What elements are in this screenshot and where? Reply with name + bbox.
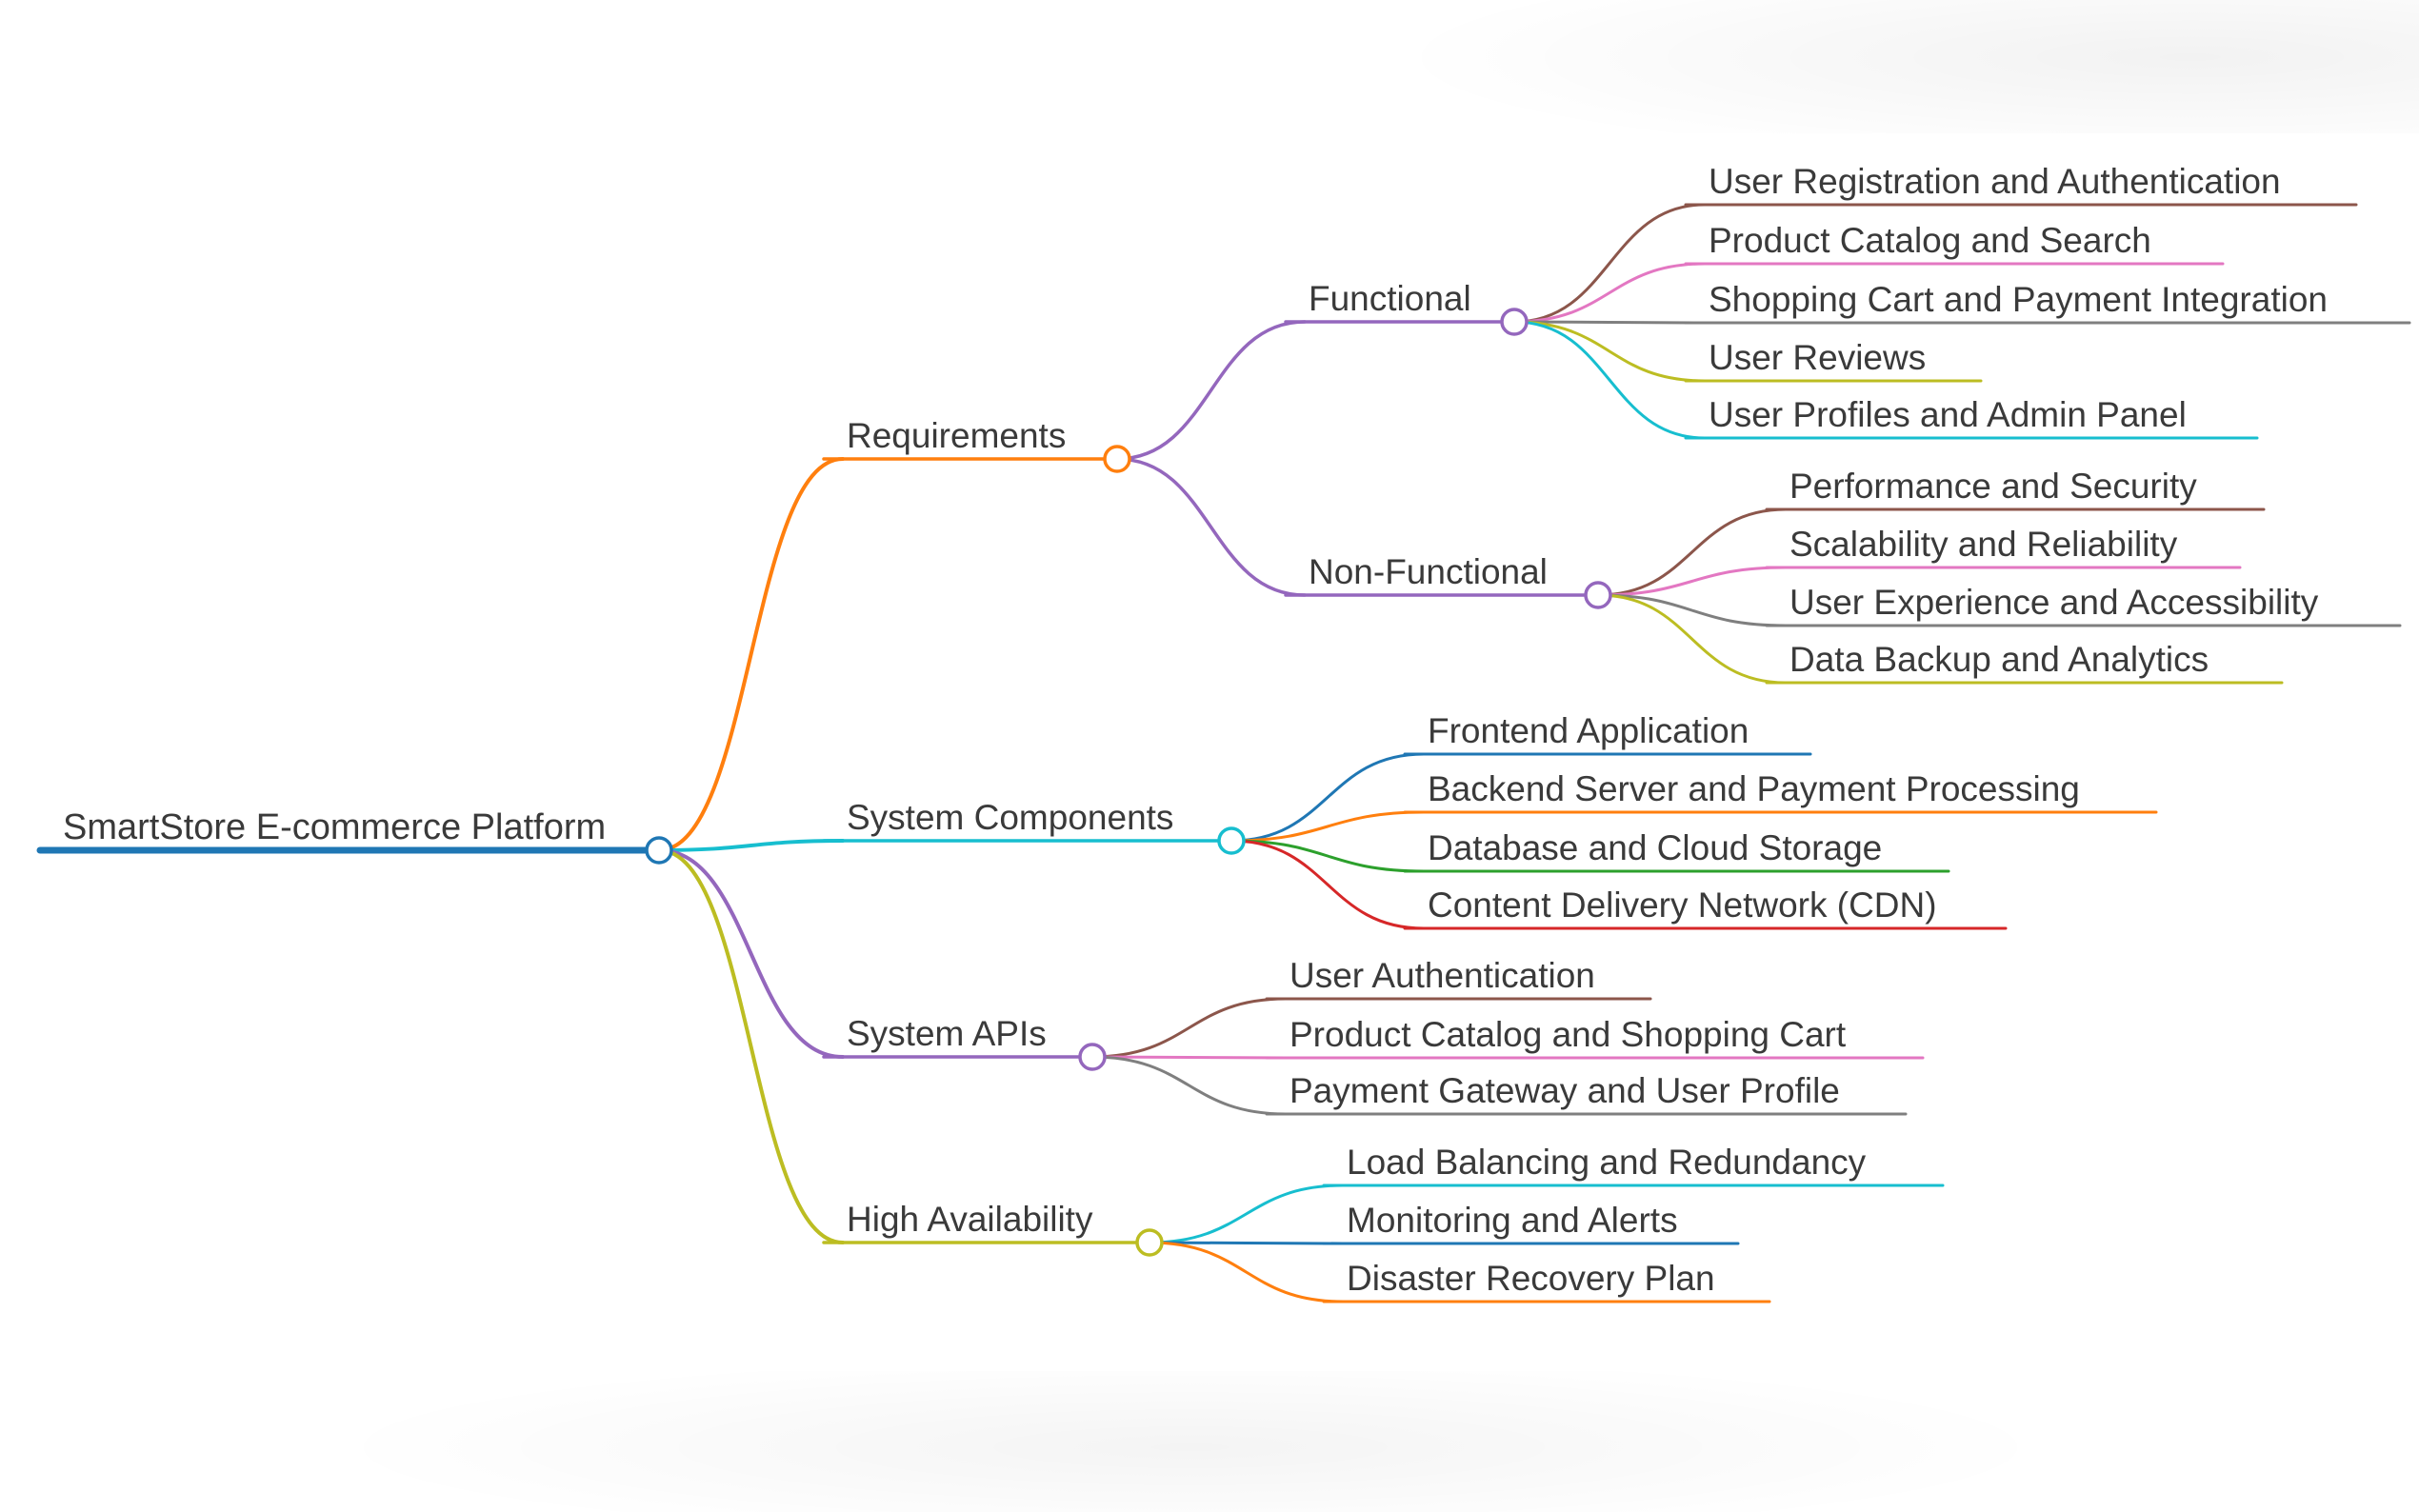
leaf-label-backend-server-and-payment-processing: Backend Server and Payment Processing (1428, 769, 2080, 808)
link-backend-server-and-payment-processing (1229, 810, 1426, 843)
leaf-label-payment-gateway-and-user-profile: Payment Gateway and User Profile (1289, 1071, 1840, 1110)
leaf-label-load-balancing-and-redundancy: Load Balancing and Redundancy (1347, 1143, 1867, 1182)
link-data-backup-and-analytics (1596, 593, 1788, 685)
leaf-label-scalability-and-reliability: Scalability and Reliability (1789, 525, 2178, 564)
link-high-availability (657, 848, 845, 1244)
collapse-toggle-system-apis[interactable] (1078, 1043, 1107, 1071)
leaf-label-user-profiles-and-admin-panel: User Profiles and Admin Panel (1709, 395, 2187, 434)
collapse-toggle-system-components[interactable] (1217, 826, 1246, 855)
leaf-label-data-backup-and-analytics: Data Backup and Analytics (1789, 640, 2209, 679)
link-requirements (657, 457, 845, 852)
leaf-label-user-authentication: User Authentication (1289, 956, 1595, 995)
branch-label-system-apis: System APIs (847, 1014, 1047, 1053)
leaf-label-user-experience-and-accessibility: User Experience and Accessibility (1789, 583, 2319, 622)
link-product-catalog-and-shopping-cart (1090, 1055, 1288, 1060)
link-load-balancing-and-redundancy (1148, 1184, 1345, 1244)
collapse-toggle-non-functional[interactable] (1584, 581, 1612, 609)
branch-label-requirements: Requirements (847, 416, 1066, 455)
collapse-toggle-smartstore-e-commerce-platform[interactable] (645, 836, 673, 865)
subbranch-label-functional: Functional (1309, 279, 1471, 318)
leaf-label-monitoring-and-alerts: Monitoring and Alerts (1347, 1201, 1678, 1240)
collapse-toggle-high-availability[interactable] (1135, 1228, 1164, 1257)
leaf-label-disaster-recovery-plan: Disaster Recovery Plan (1347, 1259, 1715, 1298)
node-collapse-circles (645, 308, 1612, 1257)
leaf-label-product-catalog-and-search: Product Catalog and Search (1709, 221, 2151, 260)
link-product-catalog-and-search (1512, 262, 1707, 324)
collapse-toggle-requirements[interactable] (1103, 445, 1131, 473)
node-labels: SmartStore E-commerce Platform Requiremen… (63, 162, 2328, 1298)
leaf-label-product-catalog-and-shopping-cart: Product Catalog and Shopping Cart (1289, 1015, 1847, 1054)
leaf-label-database-and-cloud-storage: Database and Cloud Storage (1428, 828, 1882, 867)
link-user-reviews (1512, 320, 1707, 383)
link-shopping-cart-and-payment-integration (1512, 320, 1707, 325)
leaf-label-content-delivery-network-cdn: Content Delivery Network (CDN) (1428, 885, 1937, 925)
link-user-registration-and-authentication (1512, 203, 1707, 324)
leaf-label-shopping-cart-and-payment-integration: Shopping Cart and Payment Integration (1709, 280, 2328, 319)
link-frontend-application (1229, 752, 1426, 843)
link-performance-and-security (1596, 507, 1788, 597)
node-underlines (36, 203, 2411, 1303)
leaf-label-frontend-application: Frontend Application (1428, 711, 1749, 750)
link-system-apis (657, 848, 845, 1059)
link-database-and-cloud-storage (1229, 839, 1426, 873)
link-non-functional (1115, 457, 1307, 597)
branch-label-high-availability: High Availability (847, 1200, 1093, 1239)
link-disaster-recovery-plan (1148, 1241, 1345, 1303)
leaf-label-user-reviews: User Reviews (1709, 338, 1926, 377)
collapse-toggle-functional[interactable] (1500, 308, 1529, 336)
link-user-profiles-and-admin-panel (1512, 320, 1707, 440)
subbranch-label-non-functional: Non-Functional (1309, 552, 1548, 591)
link-content-delivery-network-cdn (1229, 839, 1426, 930)
link-user-authentication (1090, 997, 1288, 1059)
branch-links (657, 203, 1788, 1303)
link-payment-gateway-and-user-profile (1090, 1055, 1288, 1116)
link-scalability-and-reliability (1596, 566, 1788, 597)
root-label-smartstore-e-commerce-platform: SmartStore E-commerce Platform (63, 807, 606, 847)
link-system-components (657, 839, 845, 852)
leaf-label-user-registration-and-authentication: User Registration and Authentication (1709, 162, 2281, 201)
link-functional (1115, 320, 1307, 461)
mindmap-canvas (0, 133, 2419, 1371)
link-user-experience-and-accessibility (1596, 593, 1788, 627)
branch-label-system-components: System Components (847, 798, 1173, 837)
leaf-label-performance-and-security: Performance and Security (1789, 467, 2197, 506)
